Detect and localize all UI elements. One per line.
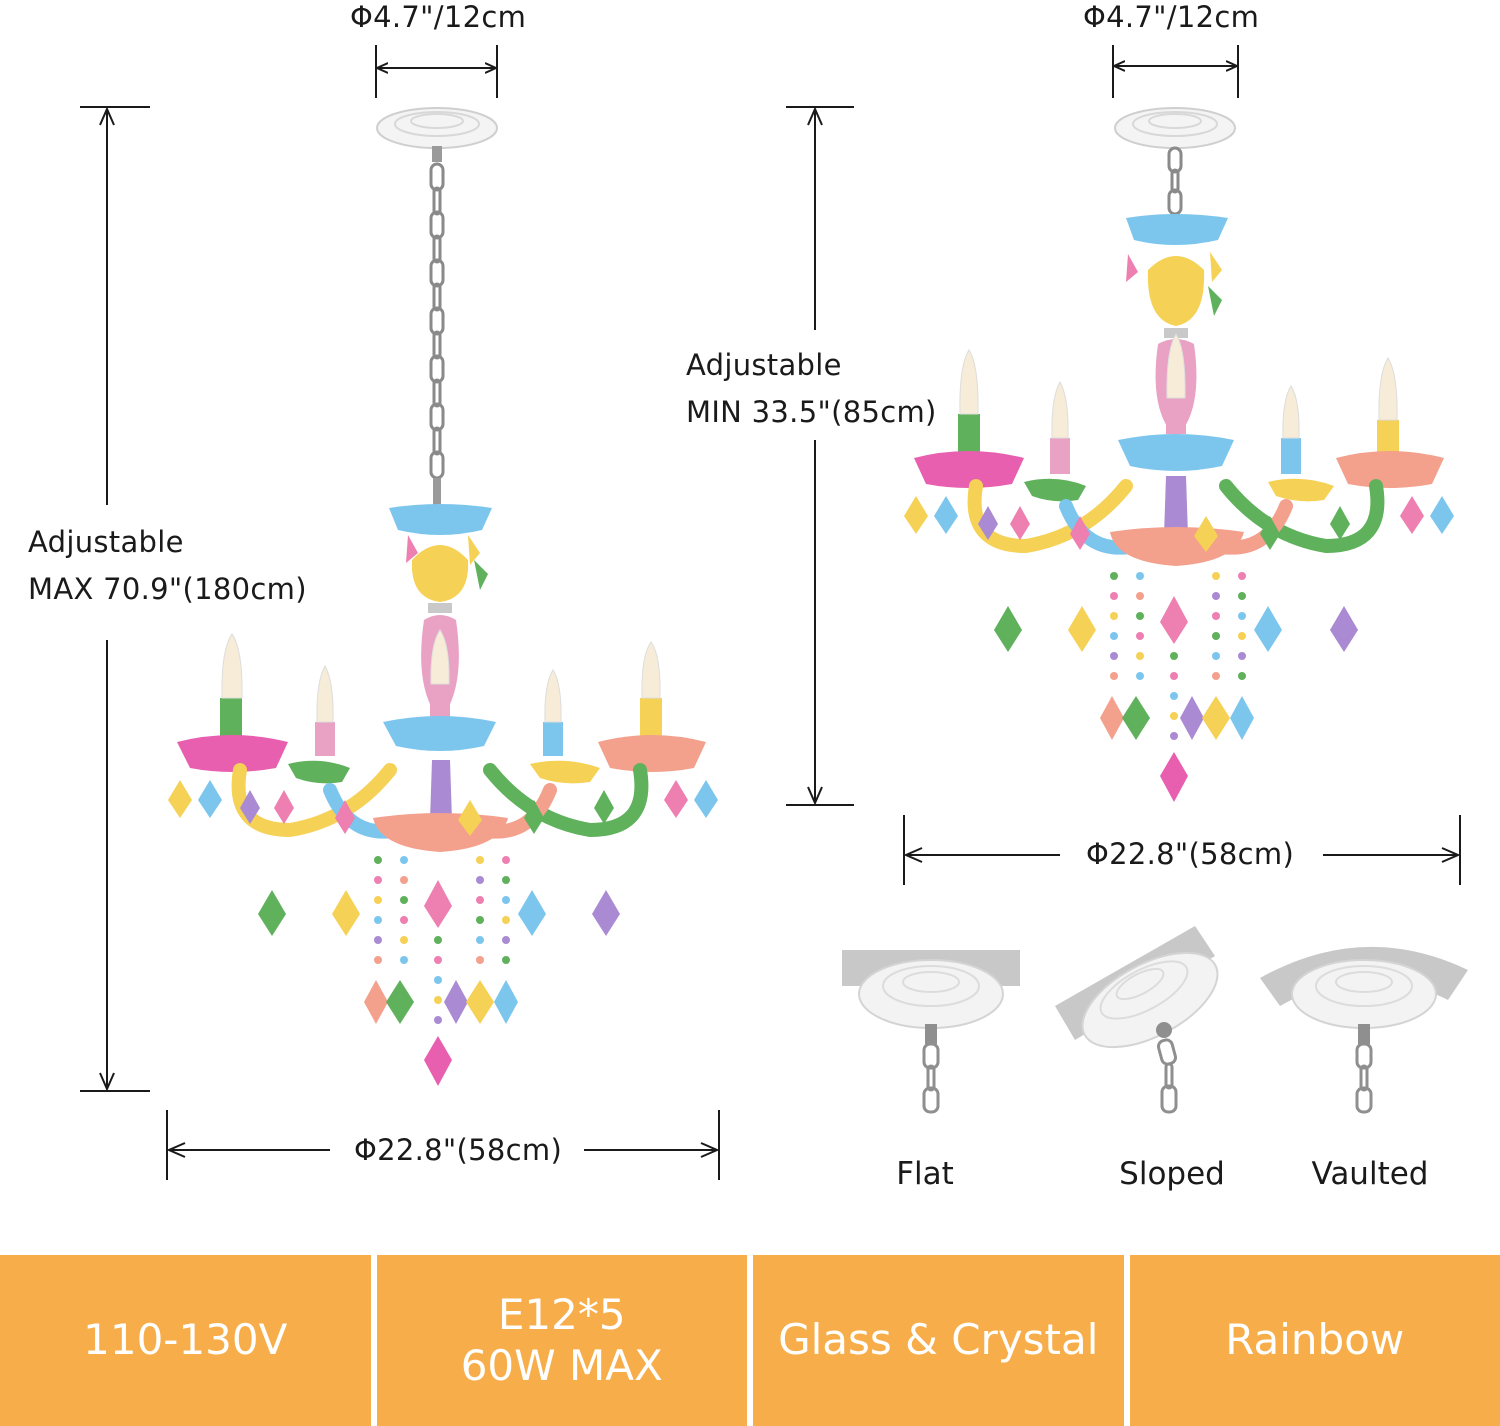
left-width-label: Φ22.8"(58cm) (354, 1133, 563, 1167)
left-top-diameter-arrow (375, 45, 498, 98)
right-height-label-line1: Adjustable (686, 348, 842, 382)
spec-color: Rainbow (1225, 1315, 1405, 1365)
flat-mount-illustration (842, 950, 1020, 1114)
right-height-label-line2: MIN 33.5"(85cm) (686, 395, 937, 429)
vaulted-mount-label: Vaulted (1311, 1156, 1429, 1192)
left-height-arrow (80, 106, 150, 1092)
spec-bulbs-cell: E12*5 60W MAX (376, 1255, 747, 1426)
spec-color-cell: Rainbow (1129, 1255, 1500, 1426)
flat-mount-label: Flat (896, 1156, 954, 1192)
right-width-label: Φ22.8"(58cm) (1086, 837, 1295, 871)
spec-bulbs-line1: E12*5 (497, 1290, 626, 1340)
right-height-arrow (786, 106, 854, 806)
spec-material-cell: Glass & Crystal (753, 1255, 1124, 1426)
spec-bar: 110-130V E12*5 60W MAX Glass & Crystal R… (0, 1255, 1500, 1426)
right-top-diameter-arrow (1112, 45, 1239, 98)
left-width-arrow (166, 1110, 720, 1180)
right-width-arrow (903, 815, 1461, 885)
vaulted-mount-illustration (1260, 946, 1468, 1114)
left-top-diameter-label: Φ4.7"/12cm (350, 0, 527, 34)
chandelier-max-height-image (168, 107, 718, 1086)
spec-voltage: 110-130V (83, 1315, 288, 1365)
sloped-mount-label: Sloped (1119, 1156, 1225, 1192)
sloped-mount-illustration (1055, 926, 1219, 1114)
left-height-label-line1: Adjustable (28, 525, 184, 559)
left-height-label-line2: MAX 70.9"(180cm) (28, 572, 307, 606)
spec-bulbs-line2: 60W MAX (460, 1340, 663, 1390)
spec-voltage-cell: 110-130V (0, 1255, 371, 1426)
right-top-diameter-label: Φ4.7"/12cm (1083, 0, 1260, 34)
chandelier-min-height-image (904, 107, 1454, 802)
spec-material: Glass & Crystal (778, 1315, 1099, 1365)
